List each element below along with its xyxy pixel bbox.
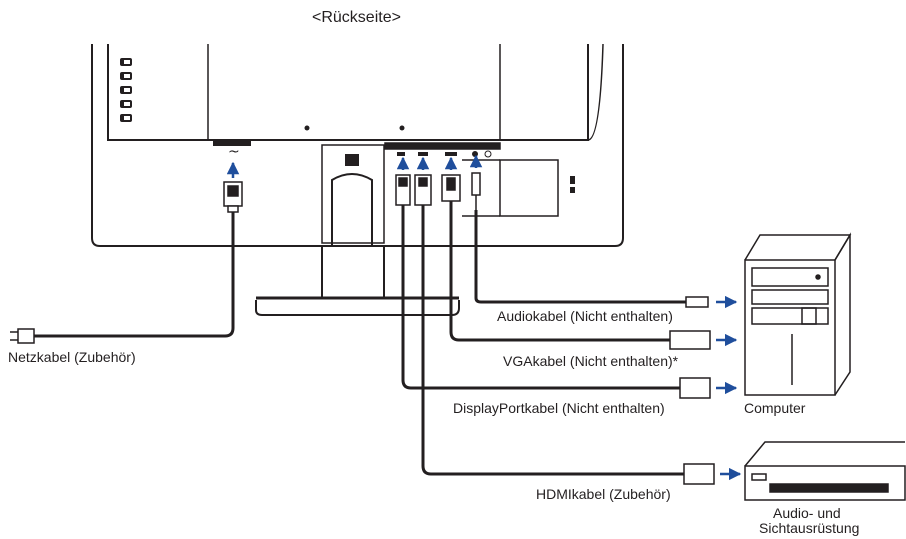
vga-plug	[669, 330, 711, 350]
stand	[255, 154, 460, 316]
ac-port	[213, 140, 251, 146]
hdmi-plug	[683, 463, 715, 485]
power-cable-plug	[10, 328, 35, 344]
hdmi-cable	[421, 205, 684, 476]
power-cable	[30, 212, 235, 338]
av-device-label-line2: Sichtausrüstung	[759, 520, 860, 536]
side-buttons	[120, 58, 132, 122]
connectors	[395, 172, 481, 210]
audio-cable	[474, 210, 686, 304]
av-device-label-line1: Audio- und	[773, 505, 841, 521]
dp-cable	[401, 205, 680, 390]
screw-left	[304, 125, 310, 131]
audio-plug	[685, 296, 709, 308]
vga-cable-label: VGAkabel (Nicht enthalten)*	[503, 353, 679, 369]
up-arrows	[226, 154, 483, 178]
displayport-cable-label: DisplayPortkabel (Nicht enthalten)	[453, 400, 665, 416]
vga-cable	[449, 201, 670, 342]
hdmi-cable-label: HDMIkabel (Zubehör)	[536, 486, 671, 502]
computer-label: Computer	[744, 400, 806, 416]
page-title: <Rückseite>	[312, 9, 401, 26]
computer-tower	[744, 232, 852, 396]
ac-symbol: ~	[228, 144, 240, 160]
right-arrows	[716, 295, 742, 481]
power-cable-label: Netzkabel (Zubehör)	[8, 349, 136, 365]
screw-right	[399, 125, 405, 131]
monitor-back	[91, 43, 624, 247]
av-device	[744, 441, 906, 501]
dp-plug	[679, 377, 711, 399]
audio-cable-label: Audiokabel (Nicht enthalten)	[497, 308, 673, 324]
power-plug	[223, 181, 243, 213]
